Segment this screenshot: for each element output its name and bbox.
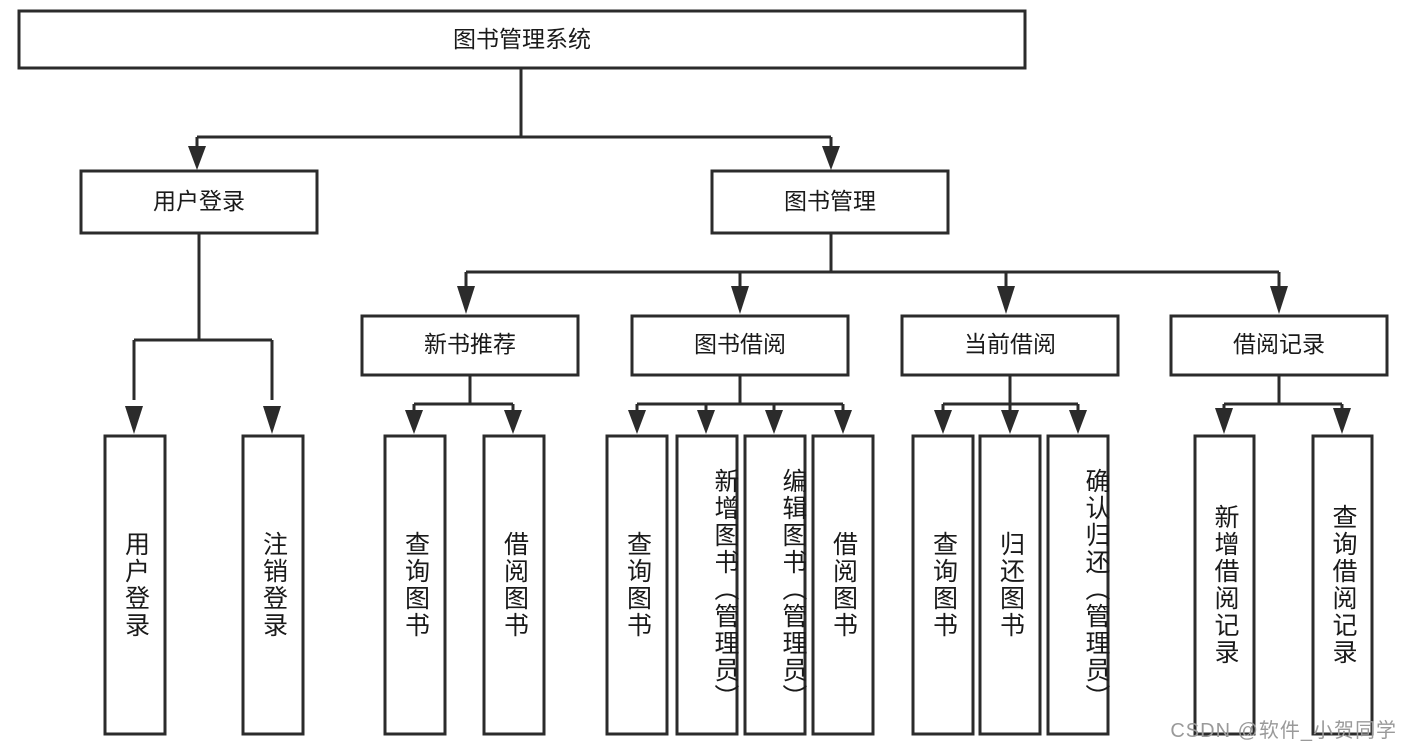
- leaf-boxes-user-login: [103, 434, 305, 736]
- node-root-label: 图书管理系统: [453, 26, 591, 52]
- node-user-login[interactable]: 用户登录: [79, 169, 319, 235]
- node-book-borrow-label: 图书借阅: [694, 331, 786, 357]
- leaf-boxes-book-borrow: [605, 434, 875, 736]
- node-book-management[interactable]: 图书管理: [710, 169, 950, 235]
- node-current-borrow-label: 当前借阅: [964, 331, 1056, 357]
- connector-root-to-level2: [188, 68, 840, 170]
- node-book-borrow[interactable]: 图书借阅: [630, 314, 850, 377]
- leaf-box-currentborrow-1[interactable]: [911, 434, 975, 736]
- connector-borrowrecords-to-leaves: [1215, 376, 1351, 434]
- connector-bookborrow-to-leaves: [628, 376, 852, 434]
- node-borrow-records[interactable]: 借阅记录: [1169, 314, 1389, 377]
- leaf-boxes-borrow-records: [1193, 434, 1374, 736]
- leaf-box-bookborrow-2[interactable]: [675, 434, 739, 736]
- leaf-box-bookborrow-1[interactable]: [605, 434, 669, 736]
- node-user-login-label: 用户登录: [153, 188, 245, 214]
- connector-newbook-to-leaves: [405, 376, 522, 434]
- connector-currentborrow-to-leaves: [934, 376, 1087, 434]
- leaf-box-currentborrow-3[interactable]: [1046, 434, 1110, 736]
- leaf-box-user-login-1[interactable]: [103, 434, 167, 736]
- node-root[interactable]: 图书管理系统: [17, 9, 1027, 70]
- connector-userlogin-to-leaves: [125, 234, 281, 434]
- connector-bookmgmt-to-level3: [457, 234, 1288, 314]
- node-new-book-recommend[interactable]: 新书推荐: [360, 314, 580, 377]
- node-borrow-records-label: 借阅记录: [1233, 331, 1325, 357]
- leaf-box-borrowrecords-2[interactable]: [1311, 434, 1374, 736]
- leaf-box-bookborrow-4[interactable]: [811, 434, 875, 736]
- leaf-box-newbook-2[interactable]: [482, 434, 546, 736]
- leaf-boxes-new-book-recommend: [383, 434, 546, 736]
- leaf-boxes-current-borrow: [911, 434, 1110, 736]
- node-book-management-label: 图书管理: [784, 188, 876, 214]
- leaf-box-borrowrecords-1[interactable]: [1193, 434, 1256, 736]
- node-current-borrow[interactable]: 当前借阅: [900, 314, 1120, 377]
- leaf-box-currentborrow-2[interactable]: [978, 434, 1042, 736]
- node-new-book-recommend-label: 新书推荐: [424, 331, 516, 357]
- leaf-box-bookborrow-3[interactable]: [743, 434, 807, 736]
- leaf-box-newbook-1[interactable]: [383, 434, 447, 736]
- leaf-box-user-login-2[interactable]: [241, 434, 305, 736]
- csdn-watermark: CSDN @软件_小贺同学: [1170, 720, 1397, 742]
